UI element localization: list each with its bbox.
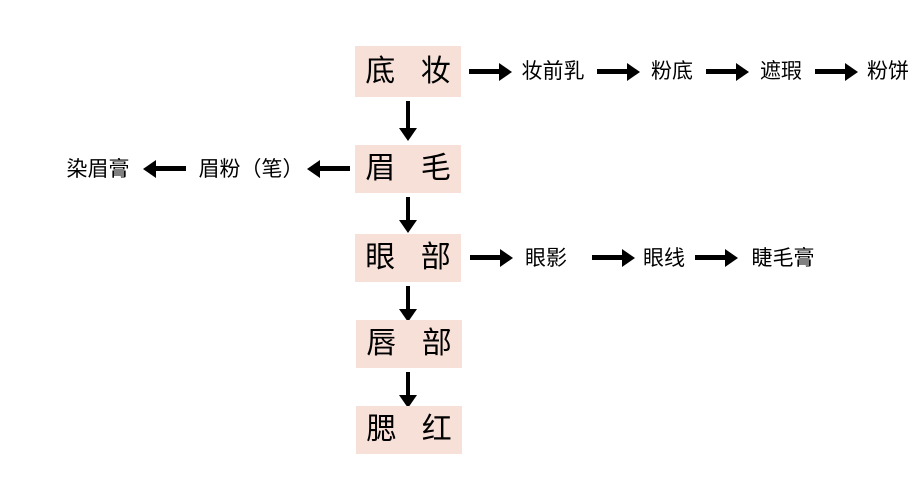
arrow-shaft (406, 286, 410, 310)
arrow-shaft (695, 255, 727, 260)
arrow-head (399, 128, 417, 141)
arrow-right-icon (592, 247, 635, 267)
branch-label-eye-0: 眼影 (525, 245, 567, 270)
arrow-head (725, 249, 738, 267)
arrow-right-icon (469, 61, 512, 81)
arrow-head (500, 249, 513, 267)
arrow-head (399, 309, 417, 322)
arrow-right-icon (597, 61, 640, 81)
arrow-head (736, 63, 749, 81)
arrow-left-icon (307, 158, 350, 178)
arrow-shaft (154, 166, 186, 171)
branch-label-brow-1: 染眉膏 (66, 156, 130, 181)
arrow-shaft (592, 255, 624, 260)
stage-box-brow[interactable]: 眉 毛 (355, 145, 461, 193)
arrow-down-icon (399, 101, 417, 141)
arrow-head (399, 220, 417, 233)
arrow-shaft (470, 255, 502, 260)
arrow-right-icon (695, 247, 738, 267)
branch-label-brow-0: 眉粉（笔） (198, 156, 304, 181)
arrow-down-icon (399, 286, 417, 322)
arrow-head (499, 63, 512, 81)
arrow-down-icon (399, 372, 417, 408)
stage-box-eye[interactable]: 眼 部 (355, 234, 461, 282)
arrow-shaft (706, 69, 738, 74)
arrow-head (627, 63, 640, 81)
branch-label-eye-1: 眼线 (643, 245, 685, 270)
arrow-head (622, 249, 635, 267)
arrow-head (143, 160, 156, 178)
arrow-shaft (597, 69, 629, 74)
branch-label-base-2: 遮瑕 (760, 58, 802, 83)
arrow-shaft (469, 69, 501, 74)
branch-label-base-1: 粉底 (651, 58, 693, 83)
stage-box-lip[interactable]: 唇 部 (356, 320, 462, 368)
arrow-right-icon (470, 247, 513, 267)
branch-label-base-0: 妆前乳 (521, 58, 585, 83)
arrow-shaft (406, 101, 410, 129)
arrow-shaft (406, 372, 410, 396)
branch-label-eye-2: 睫毛膏 (751, 245, 815, 270)
arrow-left-icon (143, 158, 186, 178)
arrow-shaft (815, 69, 847, 74)
arrow-down-icon (399, 197, 417, 233)
arrow-head (845, 63, 858, 81)
arrow-head (399, 395, 417, 408)
arrow-right-icon (815, 61, 858, 81)
arrow-right-icon (706, 61, 749, 81)
arrow-shaft (406, 197, 410, 221)
stage-box-blush[interactable]: 腮 红 (356, 406, 462, 454)
arrow-shaft (318, 166, 350, 171)
branch-label-base-3: 粉饼 (867, 58, 909, 83)
stage-box-base[interactable]: 底 妆 (355, 46, 461, 97)
arrow-head (307, 160, 320, 178)
